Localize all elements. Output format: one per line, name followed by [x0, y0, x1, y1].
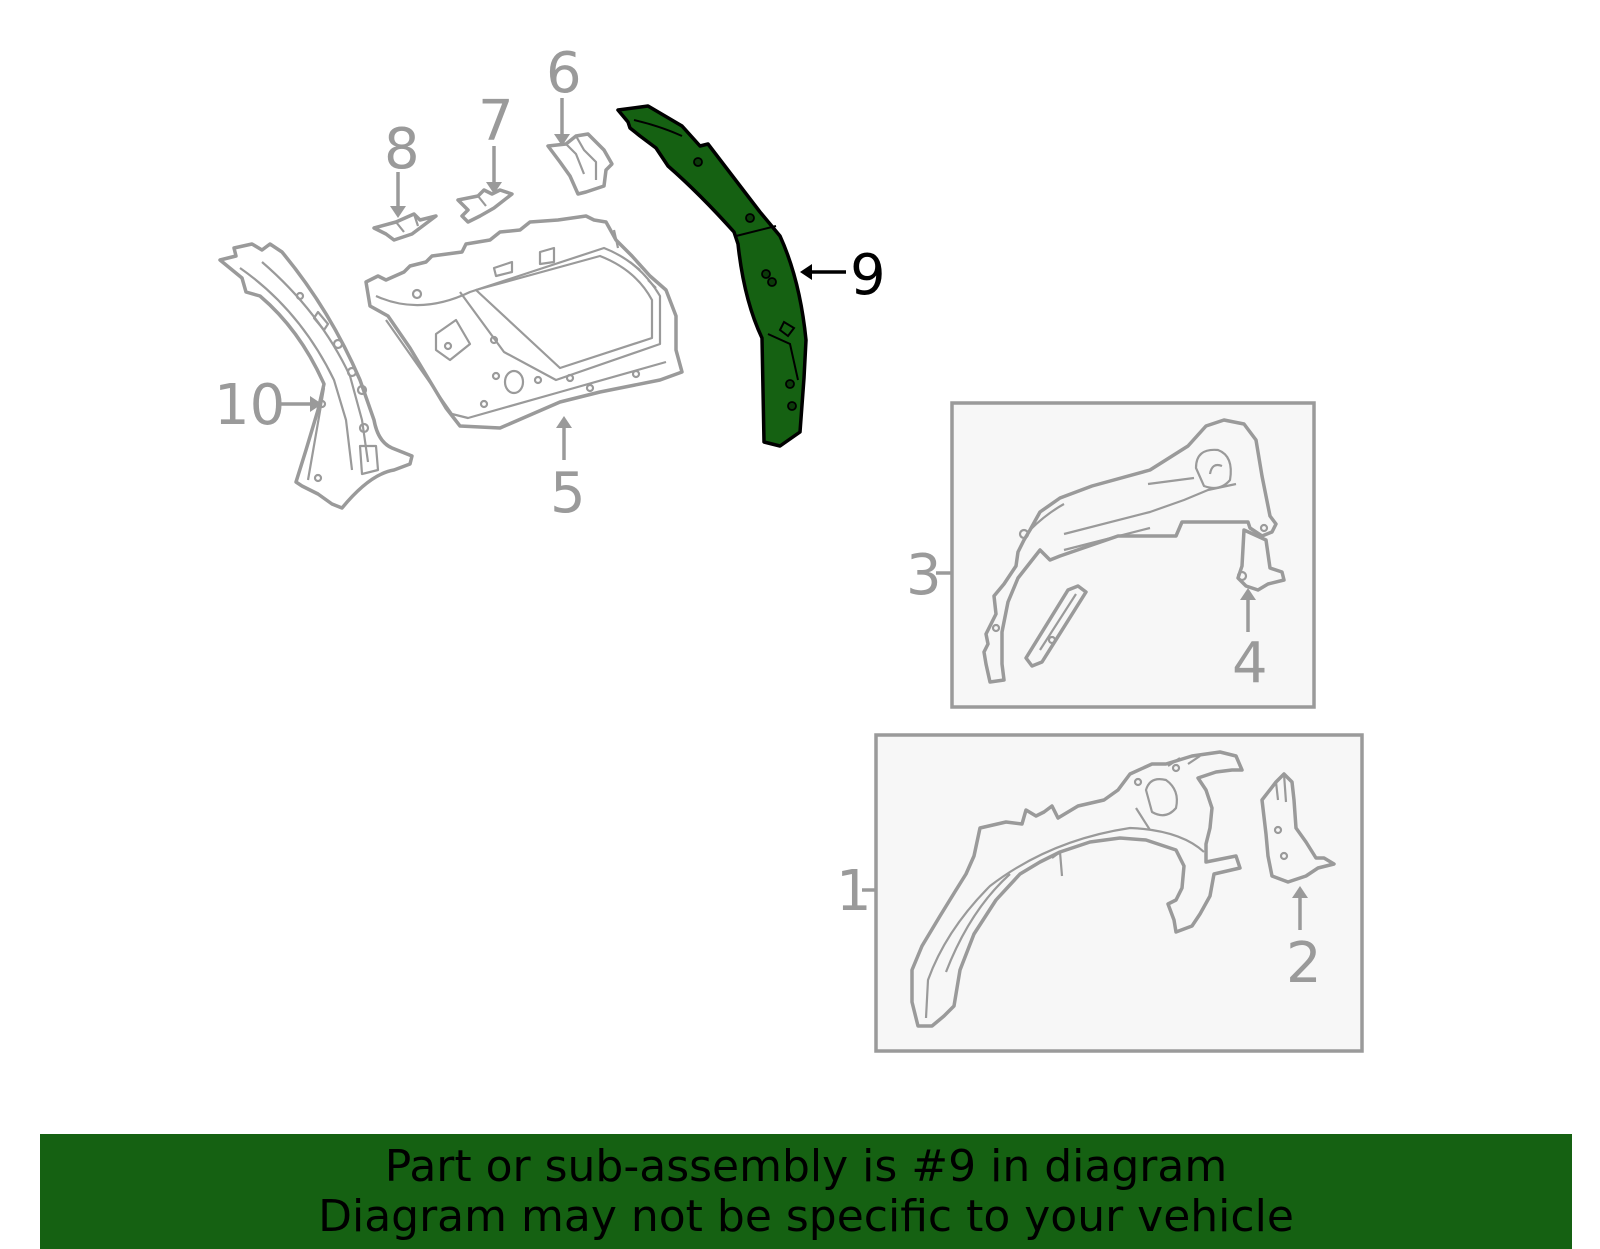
leader-lines: [278, 98, 1308, 930]
callout-8: 8: [384, 117, 420, 182]
part-9-reinforcement-highlighted[interactable]: [616, 104, 808, 448]
part-10-pillar[interactable]: [218, 242, 414, 510]
callout-3: 3: [906, 543, 942, 608]
inset-box-parts-3-4: [950, 401, 1316, 709]
info-banner: Part or sub-assembly is #9 in diagram Di…: [40, 1134, 1572, 1249]
banner-line-2: Diagram may not be specific to your vehi…: [318, 1190, 1294, 1242]
callout-labels: 6 7 8 10 5 9 3 4 1 2: [214, 41, 1322, 996]
callout-9: 9: [850, 243, 886, 308]
callout-10: 10: [214, 373, 285, 438]
callout-7: 7: [478, 89, 514, 154]
inset-box-parts-1-2: [874, 733, 1364, 1053]
callout-2: 2: [1286, 931, 1322, 996]
callout-4: 4: [1232, 631, 1268, 696]
part-1-wheelhouse-inner[interactable]: [910, 750, 1244, 1028]
part-4-bracket[interactable]: [1236, 528, 1286, 592]
callout-5: 5: [550, 461, 586, 526]
part-6-bracket[interactable]: [546, 132, 614, 196]
callout-1: 1: [836, 859, 872, 924]
part-3-strip[interactable]: [1024, 584, 1088, 668]
part-3-wheelhouse-outer[interactable]: [982, 418, 1278, 684]
part-7-bracket[interactable]: [456, 188, 514, 224]
part-8-bracket[interactable]: [372, 212, 438, 242]
callout-6: 6: [546, 41, 582, 106]
parts-diagram: 6 7 8 10 5 9 3 4 1 2: [214, 41, 1364, 1053]
part-5-panel[interactable]: [364, 214, 684, 430]
banner-line-1: Part or sub-assembly is #9 in diagram: [384, 1140, 1228, 1192]
part-2-bracket[interactable]: [1260, 772, 1336, 884]
